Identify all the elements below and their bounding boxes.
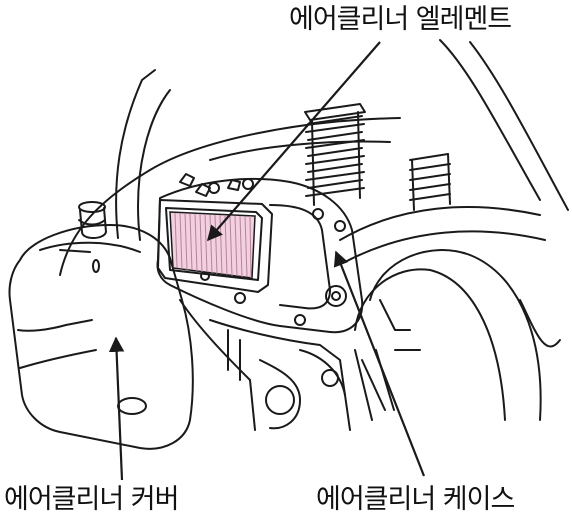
air-cleaner-cover-label: 에어클리너 커버 bbox=[4, 484, 179, 515]
body-panel-outline bbox=[115, 69, 156, 239]
cover-leader-arrow bbox=[108, 336, 125, 481]
air-cleaner-element-label: 에어클리너 엘레멘트 bbox=[289, 4, 512, 35]
rear-fender bbox=[339, 206, 541, 241]
rear-tire bbox=[369, 249, 542, 421]
shock-spring bbox=[304, 103, 366, 206]
engine-body bbox=[179, 299, 256, 431]
breather-tube bbox=[79, 207, 107, 239]
air-cleaner-case-label: 에어클리너 케이스 bbox=[316, 484, 515, 515]
air-cleaner-cover bbox=[8, 224, 194, 450]
air-cleaner-element bbox=[169, 211, 256, 279]
air-cleaner-element-frame bbox=[157, 199, 273, 293]
case-leader-arrow bbox=[333, 250, 426, 477]
right-shock-spring bbox=[409, 153, 451, 211]
element-leader-arrow bbox=[206, 41, 381, 242]
